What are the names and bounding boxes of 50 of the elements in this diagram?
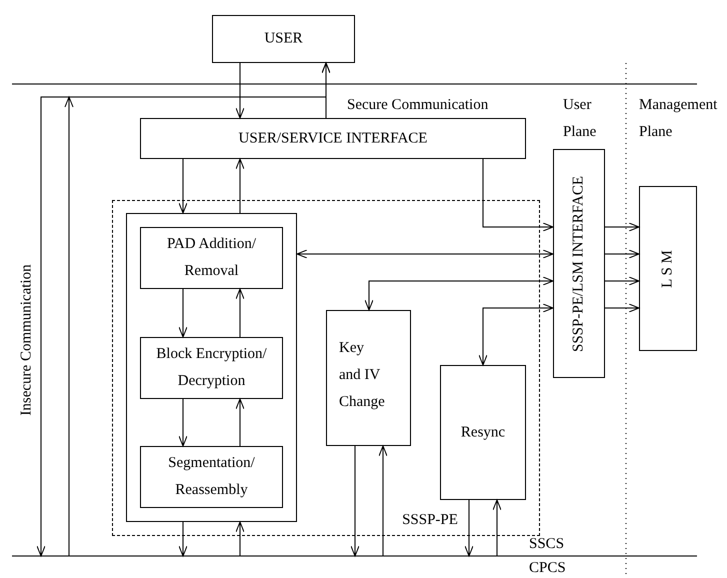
box-label: L S M [658,250,676,288]
process-box [639,186,697,351]
layer-label: User Plane [563,96,598,142]
layer-label: SSCS [529,535,564,554]
box-label: Block Encryption/ Decryption [155,345,268,391]
container-box [126,213,297,522]
dashed-group-box [112,200,540,536]
arrow [378,446,388,556]
box-label: Key and IV Change [339,339,386,412]
box-label: PAD Addition/ Removal [166,235,258,281]
arrow [236,62,244,118]
arrow [604,304,640,312]
arrow [350,446,360,556]
arrow [64,62,330,556]
layer-label: Management Plane [639,96,718,142]
process-box [140,227,283,289]
box-label: USER/SERVICE INTERFACE [238,129,428,148]
arrow [178,158,188,214]
arrow [478,304,554,366]
arrow [604,276,640,286]
arrow [604,250,640,258]
arrow [464,500,474,556]
arrow [236,398,244,446]
box-label: SSSP-PE [401,511,459,530]
layer-label: CPCS [529,559,566,578]
arrow [236,522,244,556]
box-label: SSSP-PE/LSM INTERFACE [570,176,588,352]
arrow [178,288,188,338]
process-box [553,149,605,378]
arrow [178,398,188,446]
arrow [364,276,554,310]
process-box [140,337,283,399]
layer-label: Insecure Communication [18,264,36,416]
box-label: USER [263,30,304,48]
process-box [140,118,526,159]
process-box [326,310,411,446]
arrow [296,250,554,258]
arrow [236,288,244,338]
arrow [178,522,188,556]
box-label: Segmentation/ Reassembly [167,454,256,500]
arrow [604,222,640,232]
arrow [36,96,326,556]
process-box [212,15,355,63]
box-label: Resync [460,423,506,442]
layer-label: Secure Communication [347,96,488,115]
process-box [440,365,526,500]
arrow [482,158,554,232]
process-box [140,446,283,508]
arrow [236,158,244,214]
arrow [492,500,502,556]
